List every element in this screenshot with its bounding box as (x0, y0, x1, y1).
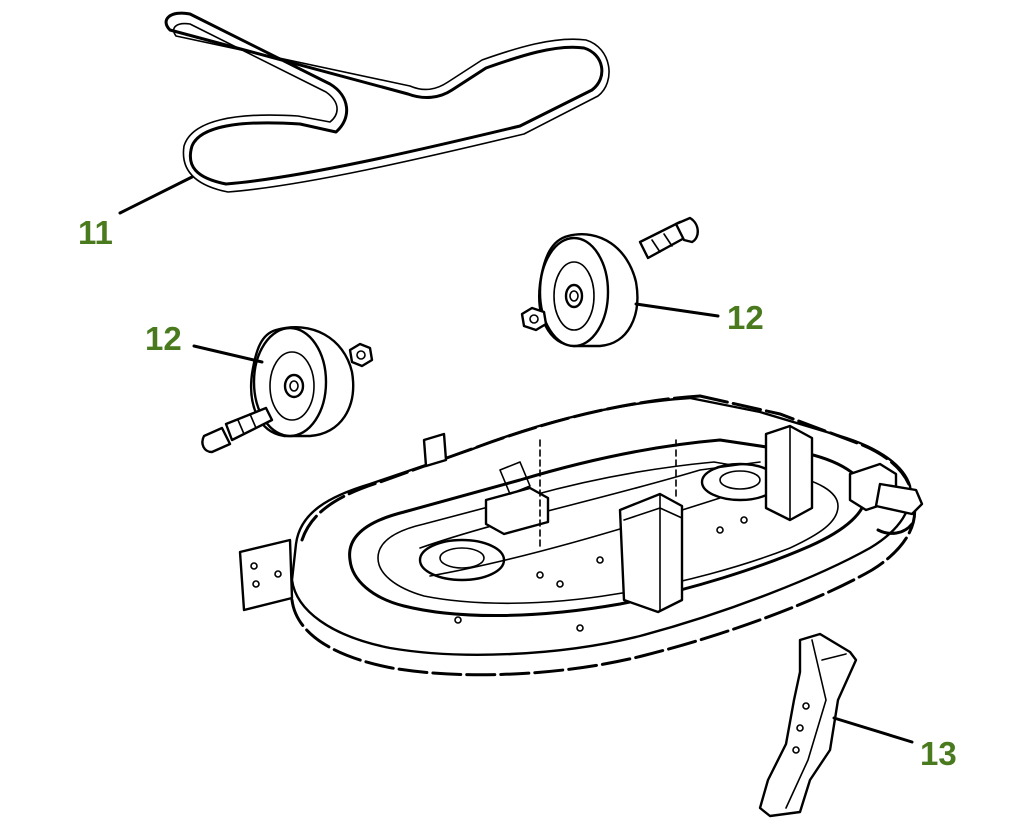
callout-11-label: 11 (78, 214, 113, 251)
blade-leader-line (832, 716, 914, 744)
gauge-wheel-right-icon (520, 216, 699, 348)
wheel-right-leader-line (634, 302, 720, 318)
drive-belt-icon (164, 11, 610, 193)
gauge-wheel-left-icon (201, 326, 374, 454)
callout-13-label: 13 (920, 735, 957, 772)
callout-12-right-label: 12 (727, 299, 764, 336)
belt-leader-line (118, 175, 194, 215)
mower-blade-icon (758, 632, 858, 818)
wheel-left-leader-line (192, 344, 264, 364)
mower-deck-icon (238, 394, 924, 677)
callout-12-left-label: 12 (145, 320, 182, 357)
